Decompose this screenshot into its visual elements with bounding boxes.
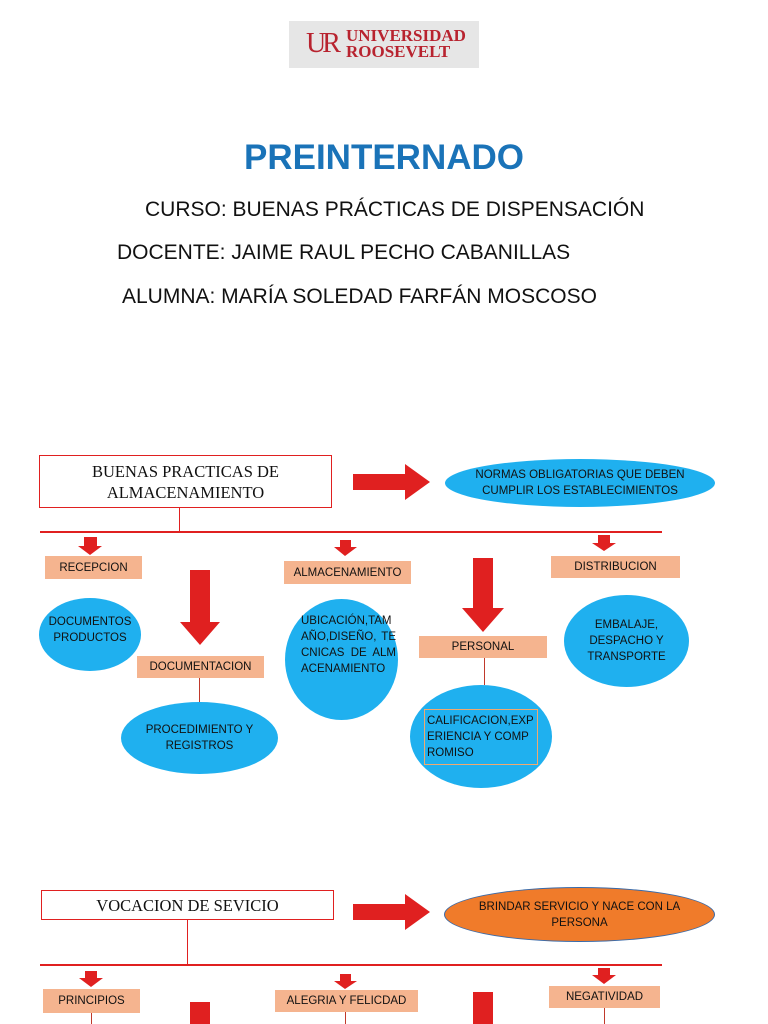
principios-label: PRINCIPIOS bbox=[43, 989, 140, 1013]
negatividad-label: NEGATIVIDAD bbox=[549, 986, 660, 1008]
connector-line bbox=[187, 920, 188, 965]
student-line: ALUMNA: MARÍA SOLEDAD FARFÁN MOSCOSO bbox=[122, 285, 597, 308]
down-arrow-icon bbox=[180, 570, 220, 645]
right-arrow-icon bbox=[353, 894, 430, 930]
almacenamiento-label: ALMACENAMIENTO bbox=[284, 561, 411, 584]
definition-oval: NORMAS OBLIGATORIAS QUE DEBEN CUMPLIR LO… bbox=[445, 459, 715, 507]
distribucion-label: DISTRIBUCION bbox=[551, 556, 680, 578]
connector-line bbox=[179, 508, 180, 532]
connector-line bbox=[604, 1008, 605, 1024]
almacenamiento-detail-oval: UBICACIÓN,TAMAÑO,DISEÑO, TECNICAS DE ALM… bbox=[285, 599, 398, 720]
connector-line bbox=[199, 678, 200, 702]
connector-line bbox=[345, 1012, 346, 1024]
down-arrow-icon bbox=[190, 1002, 210, 1024]
down-arrow-icon bbox=[79, 971, 103, 987]
right-arrow-icon bbox=[353, 464, 430, 500]
documentacion-detail-oval: PROCEDIMIENTO Y REGISTROS bbox=[121, 702, 278, 774]
logo-text-roosevelt: ROOSEVELT bbox=[346, 42, 451, 61]
alegria-label: ALEGRIA Y FELICDAD bbox=[275, 990, 418, 1012]
logo-text-universidad: UNIVERSIDAD bbox=[346, 26, 466, 45]
definition-oval-2: BRINDAR SERVICIO Y NACE CON LA PERSONA bbox=[444, 887, 715, 942]
down-arrow-icon bbox=[592, 535, 616, 551]
branch-line-2 bbox=[40, 964, 662, 966]
page-title: PREINTERNADO bbox=[243, 138, 525, 177]
down-arrow-icon bbox=[592, 968, 616, 984]
documentacion-label: DOCUMENTACION bbox=[137, 656, 264, 678]
course-line: CURSO: BUENAS PRÁCTICAS DE DISPENSACIÓN bbox=[145, 198, 645, 221]
recepcion-detail-oval: DOCUMENTOS PRODUCTOS bbox=[39, 598, 141, 671]
main-concept-box: BUENAS PRACTICAS DE ALMACENAMIENTO bbox=[39, 455, 332, 508]
down-arrow-icon bbox=[334, 540, 357, 556]
down-arrow-icon bbox=[334, 974, 357, 989]
distribucion-detail-oval: EMBALAJE, DESPACHO Y TRANSPORTE bbox=[564, 595, 689, 687]
logo-mark: UR bbox=[306, 28, 341, 59]
recepcion-label: RECEPCION bbox=[45, 556, 142, 579]
personal-label: PERSONAL bbox=[419, 636, 547, 658]
university-logo bbox=[289, 21, 479, 68]
main-concept-box-2: VOCACION DE SEVICIO bbox=[41, 890, 334, 920]
connector-line bbox=[484, 658, 485, 685]
down-arrow-icon bbox=[462, 558, 504, 632]
teacher-line: DOCENTE: JAIME RAUL PECHO CABANILLAS bbox=[117, 241, 571, 264]
personal-detail-text: CALIFICACION,EXPERIENCIA Y COMPROMISO bbox=[424, 708, 538, 765]
connector-line bbox=[91, 1013, 92, 1024]
personal-detail-oval: CALIFICACION,EXPERIENCIA Y COMPROMISO bbox=[410, 685, 552, 788]
down-arrow-icon bbox=[78, 537, 102, 555]
down-arrow-icon bbox=[473, 992, 493, 1024]
branch-line bbox=[40, 531, 662, 533]
